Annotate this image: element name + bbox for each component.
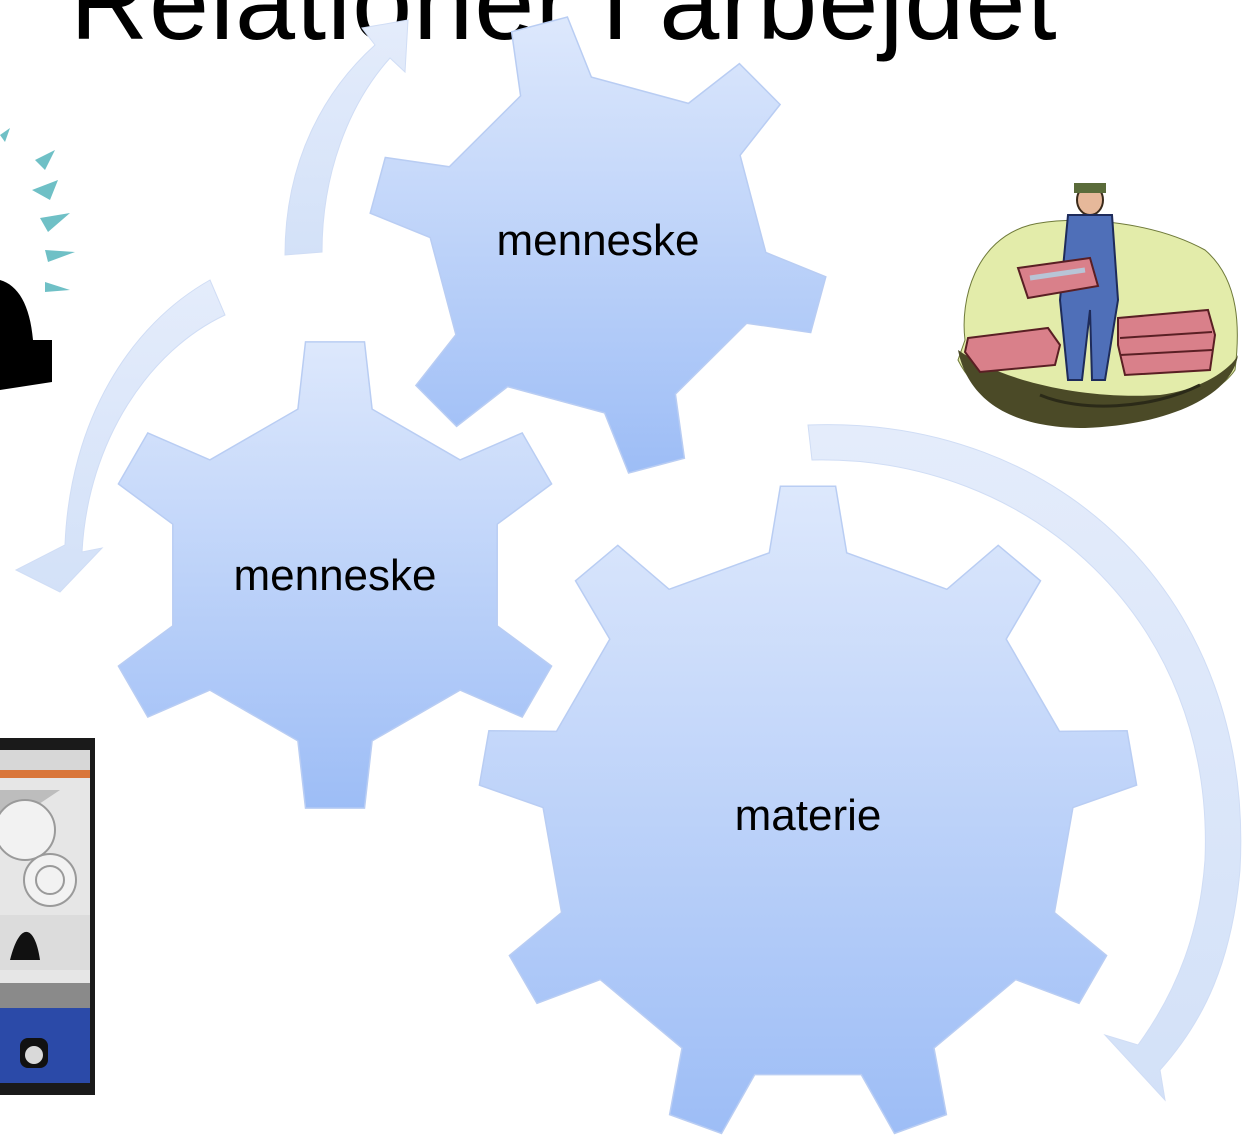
gear-bottom — [478, 485, 1138, 1135]
gear-left-shape — [117, 341, 553, 809]
lighthouse-clipart — [0, 128, 75, 390]
arrow-left — [14, 279, 226, 593]
factory-machine-clipart — [0, 738, 95, 1095]
gear-bottom-shape — [478, 485, 1138, 1135]
gear-left-label: menneske — [233, 551, 436, 600]
gear-bottom-label: materie — [735, 791, 882, 840]
fisherman-clipart — [957, 183, 1238, 428]
arrow-right — [807, 424, 1242, 1102]
gear-left — [117, 341, 553, 809]
arrow-top — [284, 19, 409, 256]
gear-top-shape — [369, 16, 827, 474]
gear-top-label: menneske — [496, 216, 699, 265]
gear-top — [369, 16, 827, 474]
